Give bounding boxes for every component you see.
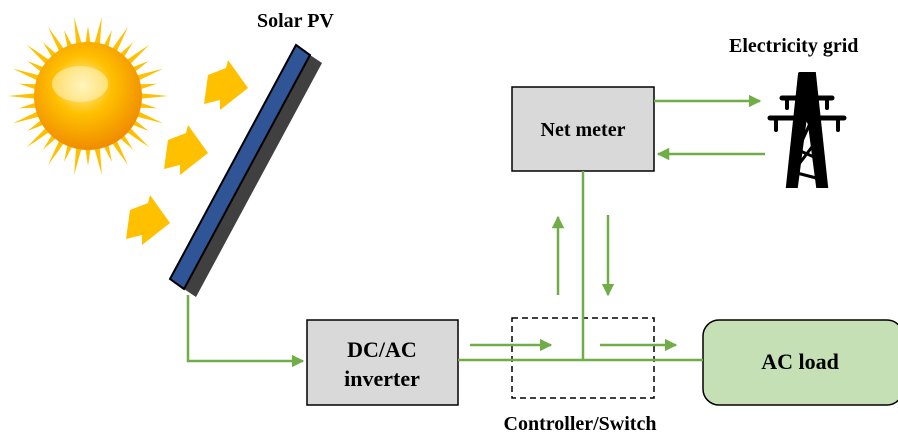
sun-ray: [74, 17, 83, 48]
sun-ray: [12, 110, 43, 124]
sun-ray: [110, 26, 128, 55]
solar-pv-label: Solar PV: [257, 10, 334, 32]
transmission-tower-icon: [767, 72, 847, 188]
sun-ray: [93, 144, 102, 175]
sun-ray: [124, 44, 150, 67]
sun-ray: [137, 93, 168, 99]
sun-ray: [12, 68, 43, 82]
sun-ray: [19, 83, 40, 91]
connectors: [186, 94, 765, 368]
solar-panel: [168, 43, 322, 297]
sun-ray: [48, 137, 66, 166]
sun-ray: [8, 93, 39, 99]
sun-ray: [136, 101, 157, 109]
inverter-box: [306, 319, 459, 406]
sun-ray: [136, 83, 157, 91]
net-meter-box: [511, 86, 655, 172]
sun-ray: [85, 26, 91, 47]
sun-ray: [133, 68, 164, 82]
electricity-grid-label: Electricity grid: [729, 35, 858, 57]
ac-load-box: [702, 319, 898, 406]
light-ray-arrow: [204, 60, 248, 110]
light-ray-arrow: [164, 125, 208, 175]
inverter-label-line1: DC/AC: [347, 337, 417, 362]
sun-ray: [26, 125, 52, 148]
sun-ray: [26, 44, 52, 67]
sun-ray: [19, 101, 40, 109]
inverter-label-line2: inverter: [344, 366, 420, 391]
sun-ray: [124, 125, 150, 148]
net-meter-label: Net meter: [541, 119, 626, 141]
sun-ray: [110, 137, 128, 166]
sun-ray: [85, 145, 91, 166]
sun-ray: [48, 26, 66, 55]
light-ray-arrow: [126, 195, 170, 245]
sun-ray: [74, 144, 83, 175]
sun-ray: [93, 17, 102, 48]
pv-to-inverter-line: [186, 295, 305, 368]
sun-ray: [133, 110, 164, 124]
light-ray-arrows: [126, 60, 248, 245]
ac-load-label: AC load: [761, 349, 839, 374]
sun-icon: [8, 17, 168, 175]
controller-switch-label: Controller/Switch: [504, 413, 657, 435]
